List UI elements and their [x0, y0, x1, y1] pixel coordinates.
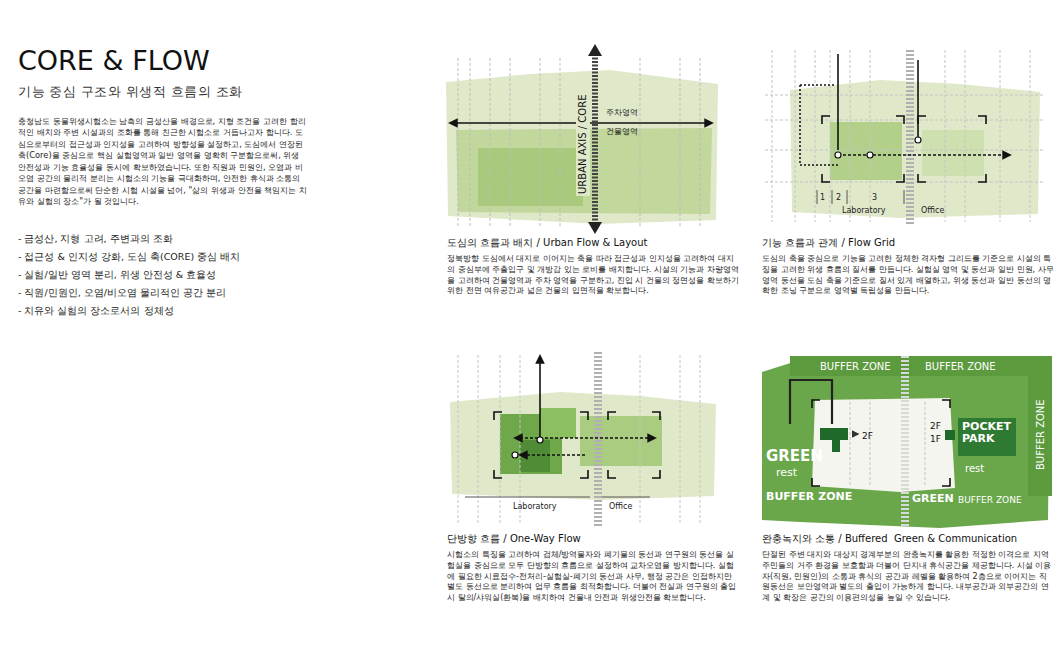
grid-number: 2: [836, 193, 841, 204]
zone-label: Laboratory: [842, 206, 886, 217]
bullet-item: - 실험/일반 영역 분리, 위생 안전성 & 효율성: [18, 269, 216, 282]
panel-heading: 완충녹지와 소통 / Buffered Green & Communicatio…: [762, 532, 1017, 546]
buffered-green-diagram: [762, 356, 1052, 528]
floor-label: 2F: [862, 430, 873, 442]
rest-label: rest: [965, 462, 984, 476]
axis-label: URBAN AXIS / CORE: [576, 93, 590, 196]
pocket-park-label: POCKET PARK: [962, 421, 1014, 444]
page-subtitle: 기능 중심 구조와 위생적 흐름의 조화: [18, 84, 243, 101]
green-label: GREEN: [766, 446, 823, 466]
panel-body: 시험소의 특징을 고려하여 검체/방역물자와 폐기물의 동선과 연구원의 동선을…: [447, 550, 739, 604]
buffer-label: BUFFER ZONE: [766, 490, 852, 505]
grid-number: 3: [872, 193, 877, 204]
intro-paragraph: 충청남도 동물위생시험소는 남측의 금성산을 배경으로, 지형 조건을 고려한 …: [18, 116, 310, 208]
bullet-item: - 접근성 & 인지성 강화, 도심 축(CORE) 중심 배치: [18, 251, 240, 264]
bullet-item: - 금성산, 지형 고려, 주변과의 조화: [18, 233, 173, 246]
buffer-label: BUFFER ZONE: [820, 360, 891, 374]
floor-label: 2F: [930, 420, 941, 432]
buffer-label: BUFFER ZONE: [1034, 399, 1048, 470]
floor-label: 1F: [930, 433, 941, 445]
bullet-item: - 치유와 실험의 장소로서의 정체성: [18, 305, 174, 318]
zone-label: 주차영역: [606, 108, 638, 119]
urban-flow-diagram: [446, 44, 718, 234]
panel-heading: 단방향 흐름 / One-Way Flow: [447, 532, 581, 546]
panel-heading: 기능 흐름과 관계 / Flow Grid: [762, 236, 895, 250]
buffer-label: BUFFER ZONE: [925, 360, 996, 374]
page-title: CORE & FLOW: [18, 46, 210, 76]
green-label: GREEN: [912, 492, 954, 507]
panel-heading: 도심의 흐름과 배치 / Urban Flow & Layout: [447, 236, 647, 250]
zone-label: Office: [609, 502, 632, 513]
zone-label: Office: [921, 206, 944, 217]
buffer-label: BUFFER ZONE: [958, 494, 1022, 506]
panel-body: 도심의 축을 중심으로 기능을 고려한 정체한 격자형 그리드를 기준으로 시설…: [762, 254, 1054, 297]
one-way-flow-diagram: [450, 352, 716, 526]
zone-label: 건물영역: [606, 127, 638, 138]
panel-body: 단절된 주변 대지와 대상지 경계부분의 완충녹지를 활용한 적정한 이격으로 …: [762, 550, 1054, 604]
flow-grid-diagram: [765, 50, 1045, 224]
grid-number: 1: [820, 193, 825, 204]
zone-label: Laboratory: [513, 502, 557, 513]
panel-body: 정북방향 도심에서 대지로 이어지는 축을 따라 접근성과 인지성을 고려하여 …: [447, 254, 739, 297]
rest-label: rest: [776, 466, 797, 481]
bullet-item: - 직원/민원인, 오염/비오염 물리적인 공간 분리: [18, 287, 226, 300]
